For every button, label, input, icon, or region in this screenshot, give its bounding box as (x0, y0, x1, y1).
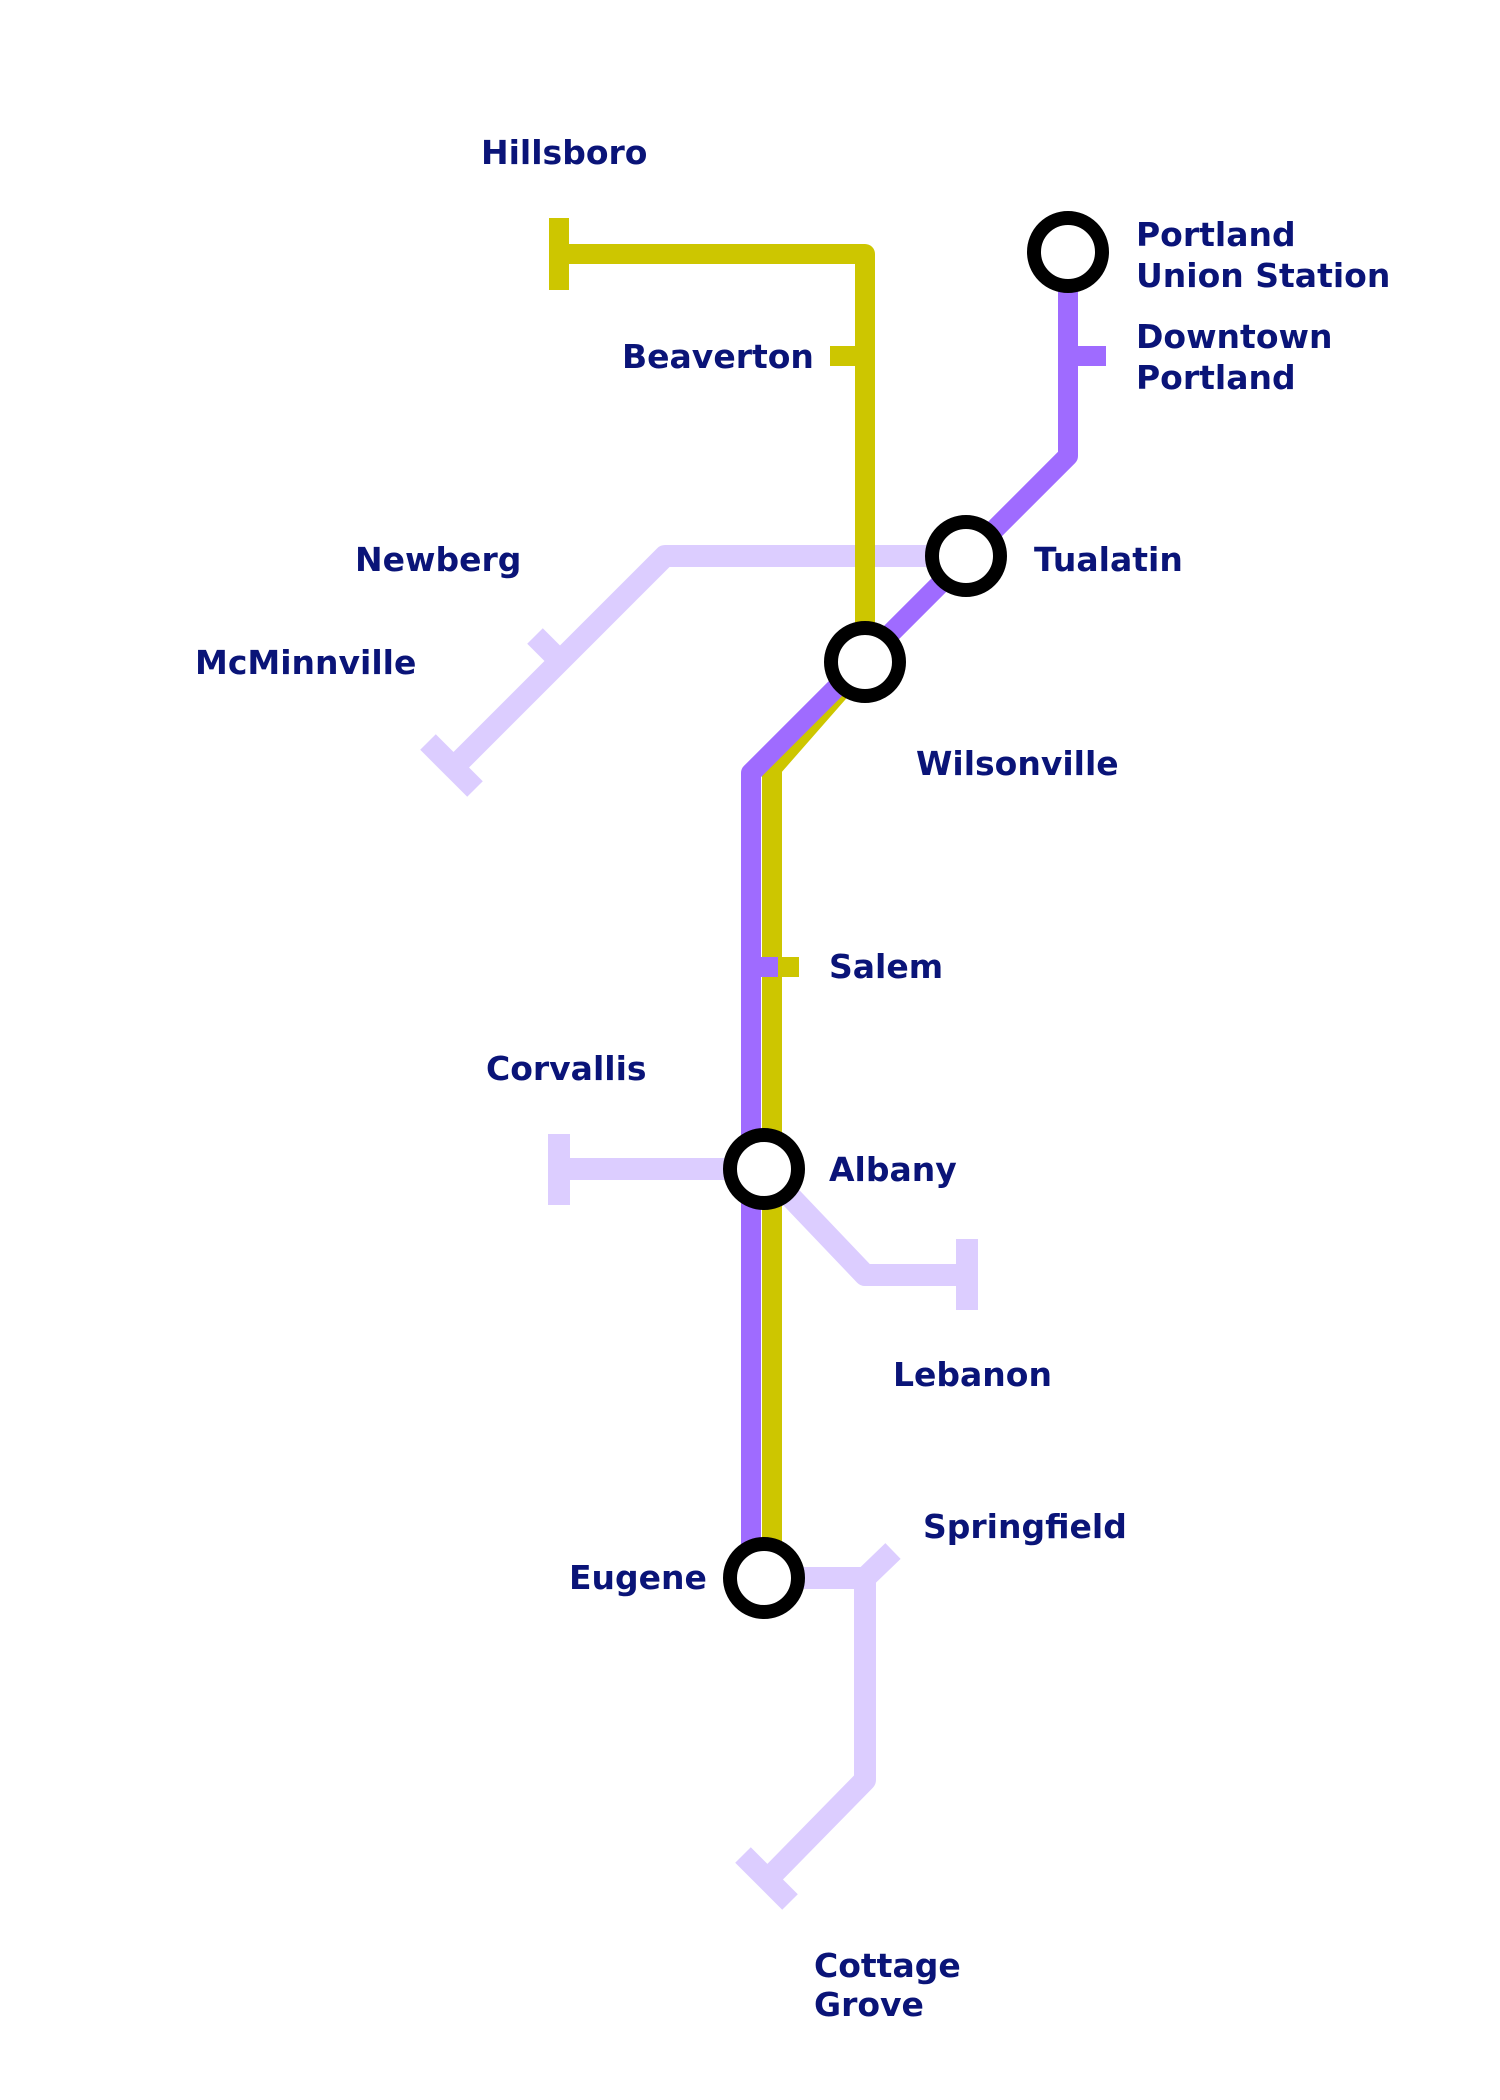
tick-mcminnville (420, 734, 483, 797)
station-albany[interactable] (723, 1128, 805, 1210)
label-cottage-grove-line2[interactable]: Grove (814, 1985, 924, 2024)
label-tualatin[interactable]: Tualatin (1034, 540, 1183, 579)
label-albany[interactable]: Albany (829, 1150, 957, 1189)
station-portland-union[interactable] (1027, 211, 1109, 293)
tick-newberg (527, 628, 568, 669)
label-portland-union-line2[interactable]: Union Station (1136, 256, 1390, 295)
station-wilsonville[interactable] (824, 621, 906, 703)
label-wilsonville[interactable]: Wilsonville (916, 744, 1119, 783)
label-hillsboro[interactable]: Hillsboro (481, 133, 647, 172)
label-mcminnville[interactable]: McMinnville (195, 643, 416, 682)
line-lebanon-branch[interactable] (756, 1161, 967, 1286)
station-eugene[interactable] (723, 1537, 805, 1619)
label-beaverton[interactable]: Beaverton (622, 337, 814, 376)
line-springfield-branch[interactable] (759, 1567, 876, 1888)
label-corvallis[interactable]: Corvallis (486, 1049, 647, 1088)
light-lines (420, 545, 978, 1910)
yellow-line[interactable] (549, 218, 875, 1578)
label-downtown-portland-line1[interactable]: Downtown (1136, 317, 1332, 356)
station-tualatin[interactable] (925, 515, 1007, 597)
label-newberg[interactable]: Newberg (355, 540, 521, 579)
label-springfield[interactable]: Springfield (923, 1507, 1127, 1546)
label-downtown-portland-line2[interactable]: Portland (1136, 358, 1296, 397)
station-labels: Hillsboro Beaverton Portland Union Stati… (195, 133, 1390, 2024)
tick-cottage-grove (735, 1847, 798, 1910)
label-salem[interactable]: Salem (829, 947, 943, 986)
label-eugene[interactable]: Eugene (569, 1558, 707, 1597)
label-cottage-grove-line1[interactable]: Cottage (814, 1946, 961, 1985)
tick-springfield (857, 1543, 901, 1586)
label-lebanon[interactable]: Lebanon (893, 1355, 1052, 1394)
label-portland-union-line1[interactable]: Portland (1136, 215, 1296, 254)
interchange-stations (723, 211, 1109, 1619)
